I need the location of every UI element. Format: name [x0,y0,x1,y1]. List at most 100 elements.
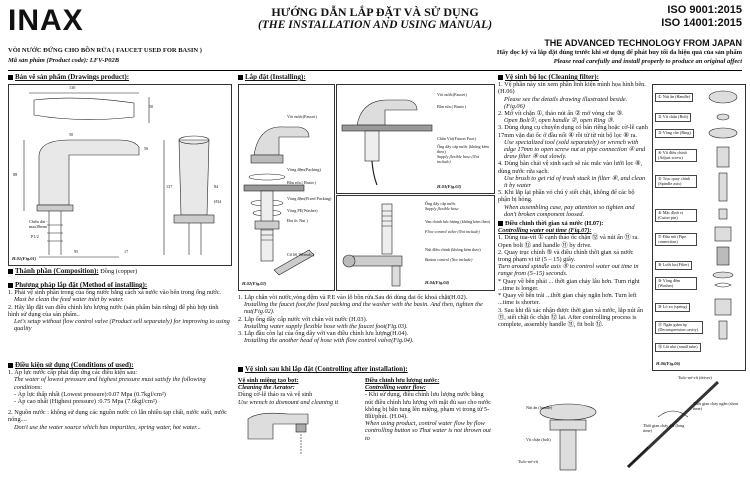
conditions-line: 2. Nguồn nước : không sử dụng các nguồn … [8,409,227,424]
part-1: ① Nút ấn (Handle) [655,93,694,102]
label-fixed-packing: Vòng đệm(Fixed Packing) [287,196,332,201]
aerator-drawing [247,412,309,454]
notice-en: Please read carefully and install proper… [553,58,742,65]
flow-title: Điều chỉnh lưu lượng nước: [365,377,440,384]
install-step: Installing the faucet foot,the fixed pac… [244,301,483,316]
method-section: Phương pháp lắp đặt (Method of installin… [8,281,230,333]
diameter-label: Ø34 [214,199,222,204]
iso-9001: ISO 9001:2015 [667,4,742,16]
cleaning-section: Vệ sinh bộ lọc (Cleaning filter): 1. Vệ … [498,73,648,328]
faucet-dimension-drawing [23,92,215,258]
label-basin-b: Bồn rửa ( Basin ) [437,104,467,109]
aerator-line: Dùng cờ-lê tháo ra và vệ sinh [238,391,313,399]
cleaning-line: Use brush to get rid of trash stuck in f… [504,174,646,190]
aerator-line: Use wrench to dismount and cleaning it [238,398,339,406]
tagline: THE ADVANCED TECHNOLOGY FROM JAPAN [544,38,742,48]
time-line: Turn around spindle axis ⑤ to control wa… [498,263,639,278]
dim-95: 95 [74,249,79,254]
part-5: ⑤ Trục quay chính (Spindle axis) [655,175,697,189]
flow-line: - Khi sử dụng, điều chỉnh lưu lượng nước… [365,391,491,421]
aerator-title: Vệ sinh miệng tạo bọt: [238,377,299,384]
time-line: 1. Dùng tua-vít ① cạnh tháo ốc chặn ⑫ và… [498,234,639,249]
install-step: 1. Lắp chân vòi nước,vòng đệm và P.E vào… [238,294,468,301]
flow-title-en: Controlling water flow: [365,384,426,392]
aerator-cleaning: Vệ sinh miệng tạo bọt: Cleaning the Aera… [238,377,360,466]
install-step: Installing the another head of hose with… [244,337,414,345]
bullet-icon [238,75,243,81]
install-figure-a: Vòi nước(Faucet) Vòng đệm(Packing) Bồn r… [238,84,335,291]
cleaning-line: 2. Mở vít chặn ①, tháo nút ấn ② mở vòng … [498,110,624,118]
long-time-label: Thời gian chảy dài (long time) [643,423,685,433]
part-3: ③ Vòng che (Ring) [655,129,694,138]
label-supply-hose-en2: Supply flexible hose [425,206,459,211]
time-title: Điều chỉnh thời gian xả nước (H.07): [505,220,604,228]
installing-title: Lắp đặt (Installing): [245,73,306,81]
aerator-title-en: Cleaning the Aerator: [238,384,295,392]
drawings-section: Bản vẽ sản phẩm (Drawings product): [8,73,230,81]
dim-50a: 50 [149,104,154,109]
method-title: Phương pháp lắp đặt (Method of installin… [15,281,148,289]
method-line: 2. Hãy lắp đặt van điều chỉnh lưu lượng … [8,303,219,318]
time-line: * Quay về bên phải ... thời gian chảy lâ… [498,277,640,292]
method-line: Let's setup without flow control valve (… [14,318,230,333]
time-line: 3. Sau khi đã xác nhận được thời gian xả… [498,306,643,328]
drawings-title: Bản vẽ sản phẩm (Drawings product): [15,73,130,81]
exploded-parts-drawing [708,90,738,340]
part-10: ⑩ Lò xo (spring) [655,303,690,312]
cleaning-title: Vệ sinh bộ lọc (Cleaning filter): [505,73,599,81]
adjustment-title: Vệ sinh sau khi lắp đặt (Controlling aft… [245,365,408,373]
label-faucet-foot: Chân Vòi(Faucet Foot) [437,136,476,141]
faucet-exploded-drawing [243,126,315,276]
dim-130: 130 [69,85,76,90]
time-line: 2. Quay trục chính ⑤ và điều chỉnh thời … [498,248,634,264]
composition-title: Thành phần (Composition): [15,267,99,275]
label-flow-valve-en: Flow control valve (Not include) [425,229,480,234]
cleaning-line: Use specialized tool (sold separately) o… [504,138,646,161]
cleaning-line: Open Bolt①, open handle ②, open Ring ③. [504,117,615,125]
flow-control: Điều chỉnh lưu lượng nước: Controlling w… [365,377,493,442]
dim-84: 84 [214,184,219,189]
header-divider [8,70,742,71]
parts-figure: ① Nút ấn (Handle) ② Vít chặn (Bolt) ③ Vò… [652,84,746,371]
install-figure-b: Vòi nước(Faucet) Bồn rửa ( Basin ) Chân … [336,84,495,194]
part-4: ④ Vít điều chỉnh (Adjust screw) [655,149,697,163]
composition-section: Thành phần (Composition): Đồng (copper) [8,267,230,275]
faucet-hose-drawing [341,99,433,186]
part-2: ② Vít chặn (Bolt) [655,113,692,122]
composition-value: Đồng (copper) [100,268,138,275]
time-line: * Quay về bên trái ...thời gian chảy ngắ… [498,292,637,307]
dim-17: 17 [124,249,129,254]
label-wrench: Cờ lê( Wrench ) [287,252,314,257]
conditions-section: Điều kiện sử dụng (Conditions of used): … [8,361,230,431]
product-code: Mã sản phẩm (Product code): LFV-P02B [8,57,120,64]
dim-56: 56 [144,146,149,151]
install-step: Installing water supply flexible hose wi… [244,322,408,330]
cleaning-line: Please see the details drawing illustrat… [504,95,628,110]
label-button-control-en: Button control (Not include) [425,257,473,262]
label-faucet-b: Vòi nước(Faucet) [437,92,467,97]
conditions-line: The water of lowest pressure and highest… [14,376,206,391]
label-faucet: Vòi nước(Faucet) [287,114,317,119]
fig-04-caption: H.04(Fig.04) [425,280,450,285]
method-line: 1. Phải vệ sinh phần trong của ống nước … [8,289,222,297]
conditions-line: Don't use the water source which has imp… [14,423,201,431]
notice-vn: Hãy đọc kỹ và lắp đặt đúng trước khi sử … [496,49,742,56]
driver-label: Tuốc-nơ-vít (driver) [678,375,712,380]
cleaning-line: When assembling case, pay attention so t… [504,203,635,218]
label-button-control: Nút điều chỉnh (không kèm theo) [425,247,481,252]
manual-title-vn: HƯỚNG DẪN LẮP ĐẶT VÀ SỬ DỤNG [271,5,479,19]
brand-logo: INAX [8,4,84,37]
fig-02-caption: H.02(Fig.02) [242,281,267,286]
flow-valve-drawing [342,203,403,287]
method-line: Must be clean the feed water inlet by wa… [14,296,124,304]
part-9: ⑨ Vòng đệm (Washer) [655,277,697,291]
bullet-icon [498,75,503,81]
driver-label-vn: Tuốc-nơ-vít [518,459,538,464]
bullet-icon [8,269,13,275]
part-8: ⑧ Lưới lọc(Filter) [655,261,693,270]
install-figure-c: Ống dây cấp nước Supply flexible hose Va… [336,195,495,291]
fig-03-caption: H.03(Fig.03) [437,184,462,189]
label-supply-hose-vn: Ống dây cấp nước (không kèm theo) [437,144,489,154]
length-label: Chiều dài - max38mm [29,219,48,229]
part-12: ⑫ Lõi nhỏ (small tube) [655,343,701,352]
